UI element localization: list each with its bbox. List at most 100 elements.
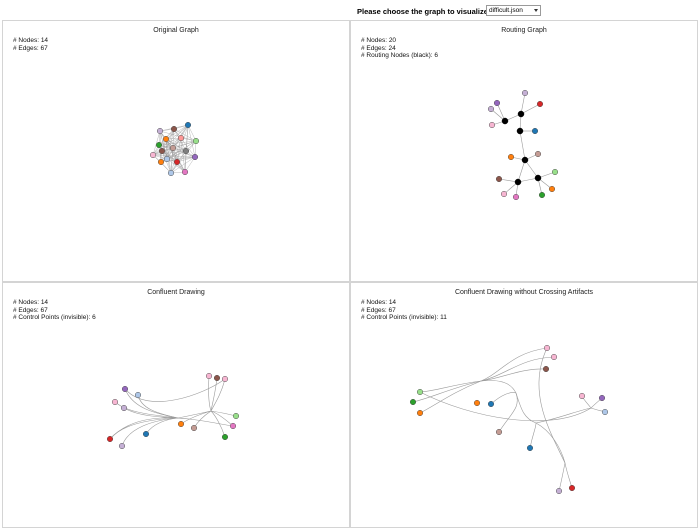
graph-edge <box>180 137 186 173</box>
graph-node[interactable] <box>184 121 192 129</box>
graph-node[interactable] <box>416 388 424 396</box>
graph-node[interactable] <box>205 372 213 380</box>
confluent-edge <box>538 347 566 464</box>
graph-node[interactable] <box>213 374 221 382</box>
graph-node[interactable] <box>190 424 198 432</box>
graph-edge <box>173 128 196 158</box>
confluent-edge <box>490 392 517 405</box>
confluent-edge <box>529 422 537 449</box>
graph-node[interactable] <box>534 150 542 158</box>
graph-node[interactable] <box>543 344 551 352</box>
graph-node[interactable] <box>487 400 495 408</box>
graph-edge <box>517 159 526 183</box>
graph-node[interactable] <box>521 89 529 97</box>
graph-node[interactable] <box>170 125 178 133</box>
original-graph-panel: Original Graph # Nodes: 14 # Edges: 67 <box>2 20 350 282</box>
graph-node[interactable] <box>163 155 171 163</box>
graph-edge <box>520 103 541 115</box>
graph-node[interactable] <box>578 392 586 400</box>
graph-node[interactable] <box>542 365 550 373</box>
routing-node[interactable] <box>501 117 509 125</box>
stat-edges: # Edges: 67 <box>13 44 48 52</box>
confluent-edge <box>480 347 548 382</box>
graph-node[interactable] <box>155 141 163 149</box>
graph-node[interactable] <box>191 153 199 161</box>
graph-node[interactable] <box>118 442 126 450</box>
confluent-edge <box>480 368 547 382</box>
panel-title: Confluent Drawing without Crossing Artif… <box>454 289 594 296</box>
confluent-edge <box>124 378 226 402</box>
graph-edge <box>176 124 189 163</box>
routing-graph-canvas[interactable] <box>351 21 697 281</box>
graph-node[interactable] <box>536 100 544 108</box>
graph-node[interactable] <box>142 430 150 438</box>
graph-node[interactable] <box>177 134 185 142</box>
graph-node[interactable] <box>568 484 576 492</box>
routing-node[interactable] <box>516 127 524 135</box>
graph-node[interactable] <box>134 391 142 399</box>
graph-node[interactable] <box>167 169 175 177</box>
graph-node[interactable] <box>173 158 181 166</box>
graph-node[interactable] <box>531 127 539 135</box>
graph-stats: # Nodes: 14 # Edges: 67 # Control Points… <box>361 299 447 322</box>
graph-node[interactable] <box>495 175 503 183</box>
original-graph-canvas[interactable] <box>3 21 349 281</box>
graph-stats: # Nodes: 14 # Edges: 67 # Control Points… <box>13 299 96 322</box>
graph-node[interactable] <box>221 375 229 383</box>
graph-node[interactable] <box>495 428 503 436</box>
graph-node[interactable] <box>488 121 496 129</box>
graph-node[interactable] <box>192 137 200 145</box>
confluent-edge <box>419 380 482 393</box>
graph-node[interactable] <box>555 487 563 495</box>
confluent-edge <box>498 392 518 433</box>
graph-node[interactable] <box>158 147 166 155</box>
confluent-no-crossing-canvas[interactable] <box>351 283 697 527</box>
confluent-drawing-canvas[interactable] <box>3 283 349 527</box>
stat-control-points: # Control Points (invisible): 11 <box>361 314 447 321</box>
routing-node[interactable] <box>534 174 542 182</box>
graph-node[interactable] <box>550 353 558 361</box>
confluent-no-crossing-panel: Confluent Drawing without Crossing Artif… <box>350 282 698 528</box>
graph-node[interactable] <box>232 412 240 420</box>
graph-edge <box>158 137 182 146</box>
confluent-edge <box>558 462 566 492</box>
graph-node[interactable] <box>162 135 170 143</box>
graph-node[interactable] <box>473 399 481 407</box>
graph-node[interactable] <box>500 190 508 198</box>
graph-node[interactable] <box>487 105 495 113</box>
graph-node[interactable] <box>526 444 534 452</box>
routing-node[interactable] <box>514 178 522 186</box>
graph-node[interactable] <box>182 147 190 155</box>
graph-node[interactable] <box>121 385 129 393</box>
graph-node[interactable] <box>598 394 606 402</box>
graph-node[interactable] <box>507 153 515 161</box>
graph-node[interactable] <box>111 398 119 406</box>
graph-node[interactable] <box>548 185 556 193</box>
graph-node[interactable] <box>551 168 559 176</box>
confluent-edge <box>124 388 179 419</box>
graph-node[interactable] <box>221 433 229 441</box>
graph-node[interactable] <box>512 193 520 201</box>
graph-node[interactable] <box>177 420 185 428</box>
graph-node[interactable] <box>229 422 237 430</box>
graph-node[interactable] <box>416 409 424 417</box>
graph-node[interactable] <box>409 398 417 406</box>
graph-select-dropdown[interactable]: difficult.json <box>486 5 541 16</box>
graph-node[interactable] <box>149 151 157 159</box>
graph-node[interactable] <box>181 168 189 176</box>
stat-edges: # Edges: 24 <box>361 44 396 52</box>
graph-node[interactable] <box>538 191 546 199</box>
graph-node[interactable] <box>157 158 165 166</box>
graph-node[interactable] <box>156 127 164 135</box>
routing-node[interactable] <box>521 156 529 164</box>
graph-node[interactable] <box>601 408 609 416</box>
confluent-edge <box>210 410 234 427</box>
stat-nodes: # Nodes: 14 <box>361 299 397 306</box>
confluent-edge <box>515 392 537 424</box>
graph-node[interactable] <box>106 435 114 443</box>
graph-edge <box>170 156 196 174</box>
graph-node[interactable] <box>120 404 128 412</box>
graph-node[interactable] <box>169 144 177 152</box>
routing-node[interactable] <box>517 110 525 118</box>
graph-node[interactable] <box>493 99 501 107</box>
